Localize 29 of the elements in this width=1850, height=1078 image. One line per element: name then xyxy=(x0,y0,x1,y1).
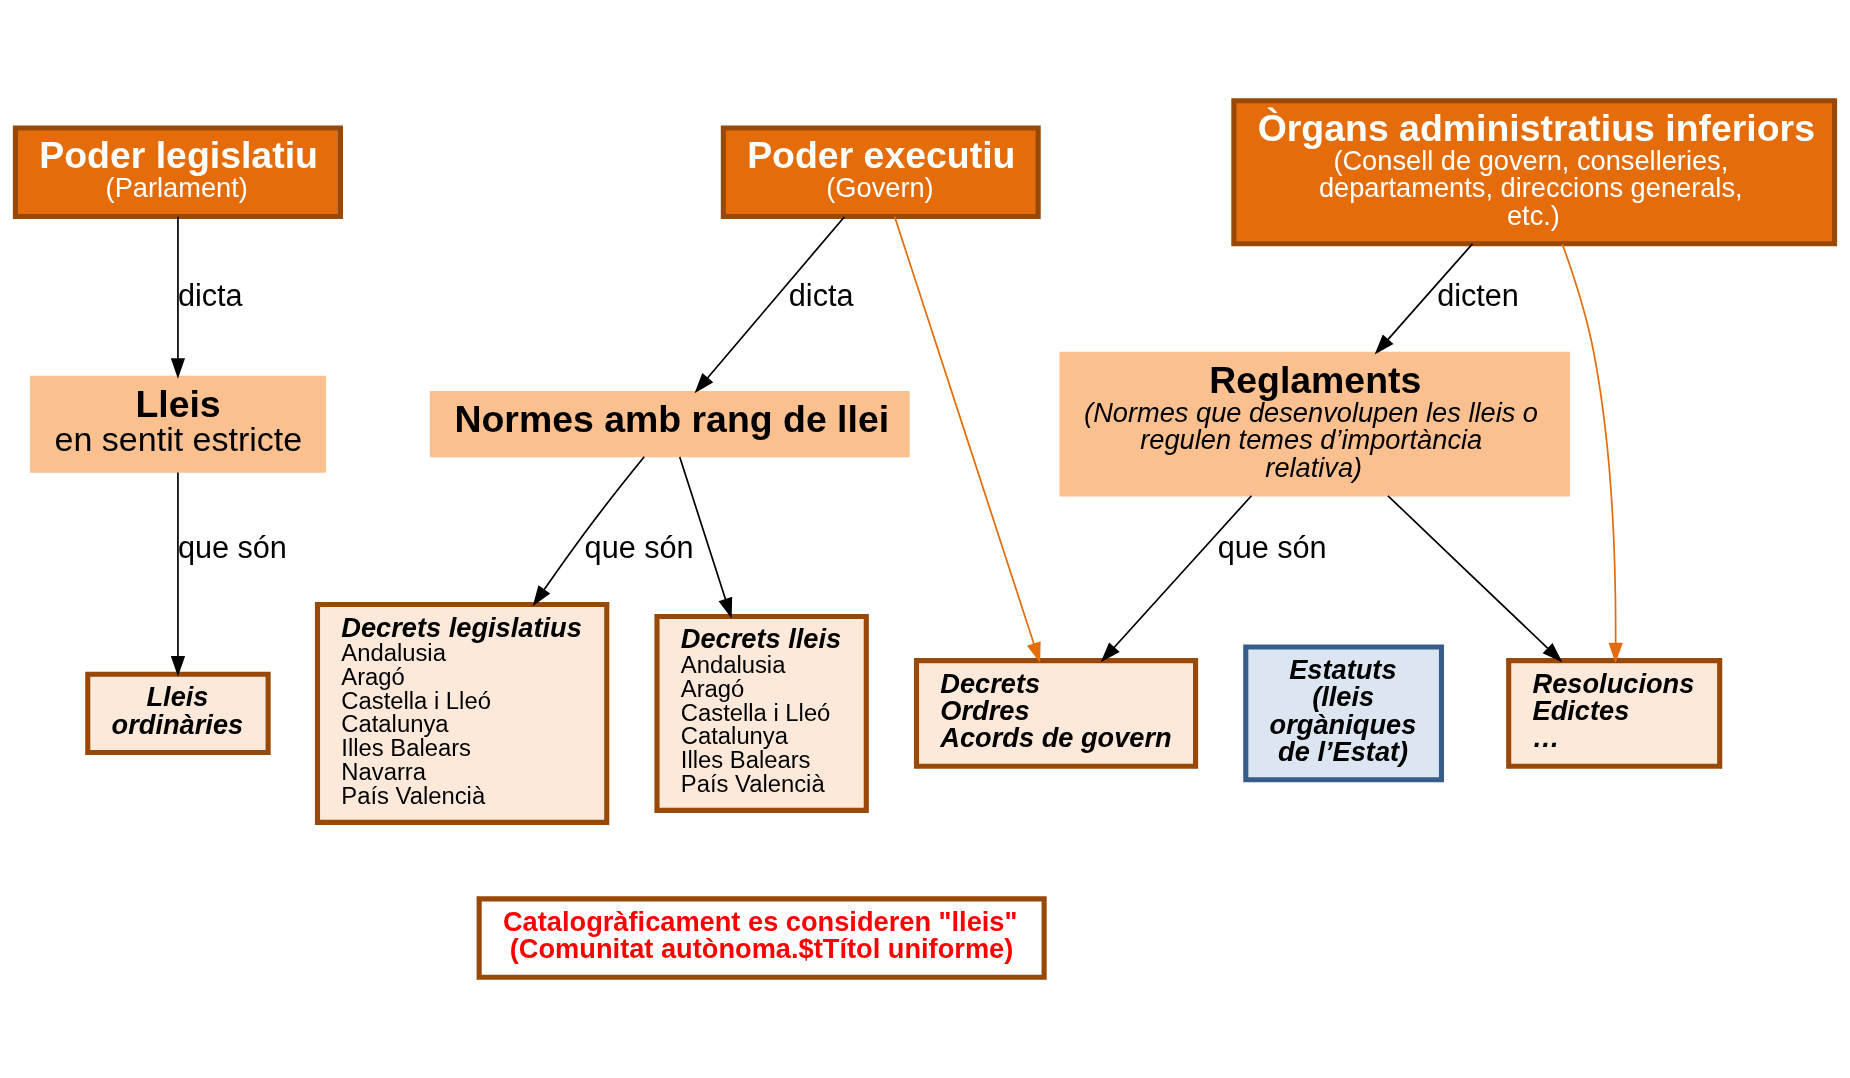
arrow xyxy=(1100,494,1253,663)
node-box: Poder legislatiu (Parlament) xyxy=(12,125,343,220)
edge-label: que són xyxy=(177,529,287,564)
arrow xyxy=(1561,243,1623,664)
node-box: Catalogràficament es consideren "lleis" (Comunitat autònoma.$tTítol uniforme) xyxy=(476,896,1047,980)
edge-label: dicten xyxy=(1437,277,1519,312)
node-box: Decrets Ordres Acords de govern xyxy=(913,658,1199,769)
node-box: Decrets legislatius Andalusia Aragó Castella i Lleó Catalunya Illes Balears Navarra País Valencià xyxy=(314,601,610,825)
node-box: Poder executiu (Govern) xyxy=(720,125,1041,220)
arrow xyxy=(170,215,186,379)
arrow xyxy=(1374,243,1474,355)
edge-label: que són xyxy=(584,529,694,564)
node-box: Lleis en sentit estricte xyxy=(29,375,326,473)
node-box: Estatuts (lleis orgàniques de l’Estat) xyxy=(1243,644,1445,783)
node-box: Reglaments (Normes que desenvolupen les lleis o regulen temes d’importància relativa) xyxy=(1059,351,1570,497)
edge-label: dicta xyxy=(788,277,854,312)
edge-label: dicta xyxy=(177,277,243,312)
arrow xyxy=(1387,494,1563,663)
node-box: Normes amb rang de llei xyxy=(429,390,910,458)
arrow xyxy=(170,471,186,677)
edge-label: que són xyxy=(1217,529,1327,564)
node-box: Òrgans administratius inferiors (Consell de govern, conselleries, departaments, direccions generals, etc.) xyxy=(1231,98,1838,247)
node-box: Decrets lleis Andalusia Aragó Castella i Lleó Catalunya Illes Balears País Valencià xyxy=(654,613,869,813)
node-box: Resolucions Edictes … xyxy=(1506,658,1723,769)
node-box: Lleis ordinàries xyxy=(85,671,271,756)
arrow xyxy=(893,215,1041,663)
arrow xyxy=(694,215,846,394)
arrow xyxy=(532,455,646,607)
arrow xyxy=(678,456,733,619)
